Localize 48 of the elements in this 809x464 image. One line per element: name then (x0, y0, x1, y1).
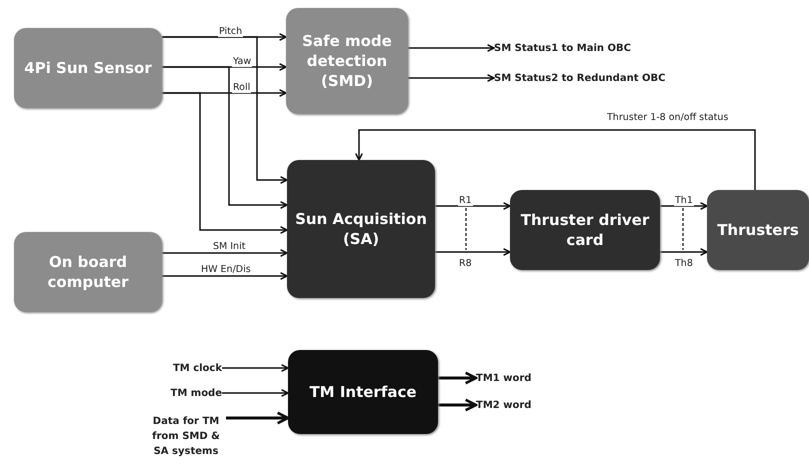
edge-label: Th8 (674, 258, 694, 269)
arrow (408, 44, 495, 52)
arrow (438, 398, 478, 412)
arrow (408, 74, 495, 82)
edge-label: R1 (458, 195, 473, 206)
arrow (660, 202, 708, 210)
edge-label: SM Init (212, 241, 246, 252)
arrow (162, 36, 288, 184)
arrow (162, 249, 288, 257)
edge-label: R8 (458, 258, 473, 269)
box-title: 4Pi Sun Sensor (23, 58, 153, 79)
signal-text: TM mode (170, 386, 222, 400)
box-title: Sun Acquisition (SA) (294, 208, 428, 250)
arrow (162, 272, 288, 280)
edge-label: Pitch (218, 26, 244, 37)
box-title: Thrusters (716, 220, 800, 241)
arrow (222, 364, 289, 372)
box-title: Thruster driver card (520, 210, 650, 251)
box-title: On board computer (46, 252, 130, 293)
edge-label: HW En/Dis (200, 264, 252, 275)
process-box (287, 160, 435, 298)
edge-label: Thruster 1-8 on/off status (606, 112, 730, 123)
signal-text: SM Status2 to Redundant OBC (494, 72, 666, 86)
arrow (226, 412, 290, 424)
signal-text: TM1 word (476, 372, 532, 386)
process-box (286, 8, 408, 114)
arrow (222, 389, 289, 397)
arrow (355, 129, 756, 190)
edge-label: Roll (232, 82, 252, 93)
arrow (435, 202, 511, 210)
arrow (438, 372, 478, 384)
arrow (162, 92, 288, 234)
signal-text: Data for TM from SMD & SA systems (151, 414, 221, 458)
signal-text: TM2 word (476, 398, 532, 412)
process-box (288, 350, 438, 434)
edge-label: Th1 (674, 195, 694, 206)
process-box (510, 190, 660, 270)
arrow (660, 248, 708, 256)
process-box (707, 190, 809, 270)
signal-text: SM Status1 to Main OBC (494, 42, 631, 56)
box-title: TM Interface (308, 382, 418, 403)
arrow (435, 248, 511, 256)
process-box (14, 28, 162, 108)
signal-text: TM clock (172, 362, 222, 376)
box-title: Safe mode detection (SMD) (301, 30, 393, 92)
edge-label: Yaw (232, 56, 252, 67)
arrow (162, 66, 288, 209)
process-box (14, 232, 162, 312)
